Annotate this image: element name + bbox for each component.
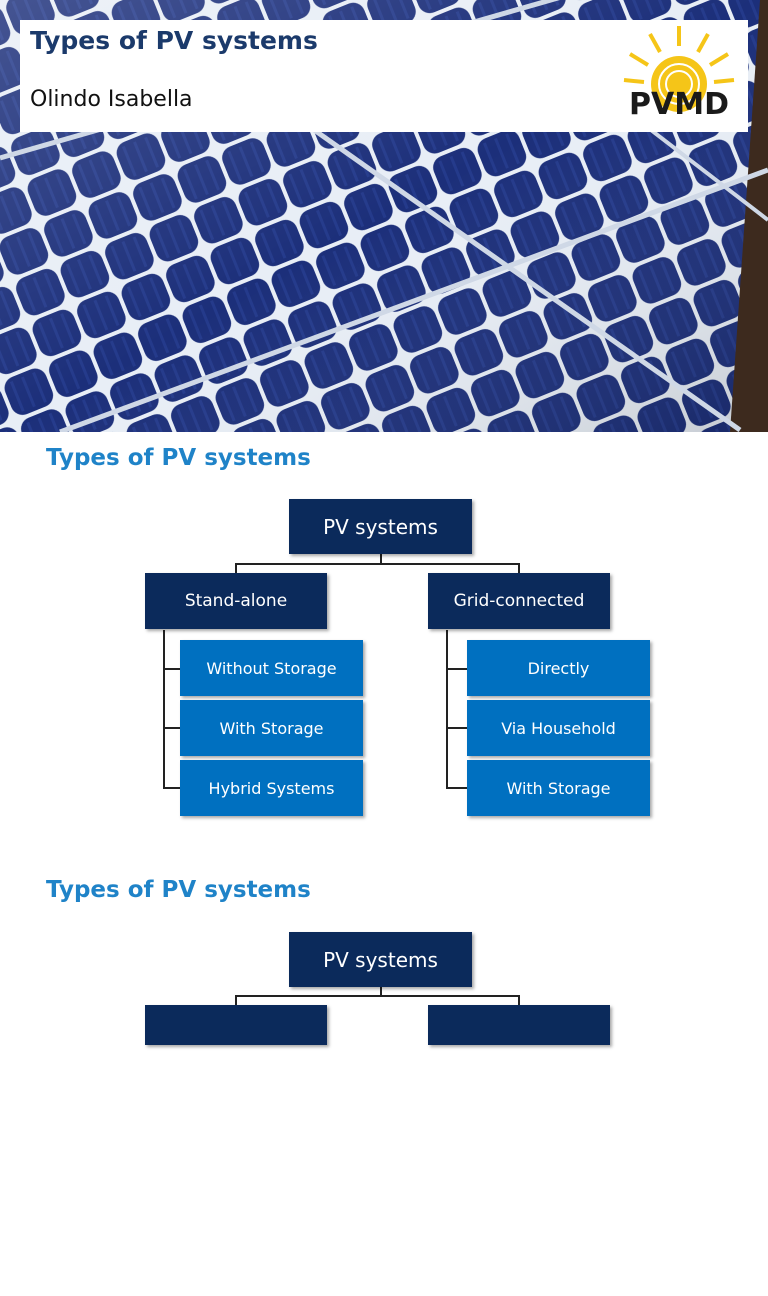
connector <box>235 563 519 565</box>
connector <box>446 630 448 788</box>
deck-title: Types of PV systems <box>30 26 318 55</box>
connector <box>380 987 382 996</box>
connector <box>446 727 467 729</box>
leaf-with-storage: With Storage <box>180 700 363 756</box>
connector <box>518 995 520 1005</box>
leaf-directly: Directly <box>467 640 650 696</box>
types-slide-continued: Types of PV systems PV systems <box>0 864 768 1296</box>
root-node: PV systems <box>289 499 472 554</box>
author-name: Olindo Isabella <box>30 87 193 112</box>
connector <box>235 995 519 997</box>
connector <box>380 554 382 564</box>
leaf-without-storage: Without Storage <box>180 640 363 696</box>
connector <box>446 787 467 789</box>
connector <box>235 995 237 1005</box>
pvmd-logo: PVMD <box>623 26 735 122</box>
slide-heading: Types of PV systems <box>46 445 311 471</box>
connector <box>163 787 180 789</box>
leaf-grid-with-storage: With Storage <box>467 760 650 816</box>
connector <box>235 563 237 573</box>
branch-grid-connected: Grid-connected <box>428 573 610 629</box>
leaf-hybrid-systems: Hybrid Systems <box>180 760 363 816</box>
title-slide: Types of PV systems Olindo Isabella PVMD <box>0 0 768 432</box>
connector <box>163 668 180 670</box>
connector <box>163 727 180 729</box>
types-slide: Types of PV systems PV systems Stand-alo… <box>0 432 768 864</box>
leaf-via-household: Via Household <box>467 700 650 756</box>
slide-heading: Types of PV systems <box>46 877 311 903</box>
connector <box>446 668 467 670</box>
root-node: PV systems <box>289 932 472 987</box>
connector <box>518 563 520 573</box>
branch-node-left <box>145 1005 327 1045</box>
branch-node-right <box>428 1005 610 1045</box>
title-box: Types of PV systems Olindo Isabella PVMD <box>20 20 748 132</box>
branch-stand-alone: Stand-alone <box>145 573 327 629</box>
svg-text:PVMD: PVMD <box>629 87 729 122</box>
connector <box>163 630 165 788</box>
sun-icon <box>623 26 735 112</box>
